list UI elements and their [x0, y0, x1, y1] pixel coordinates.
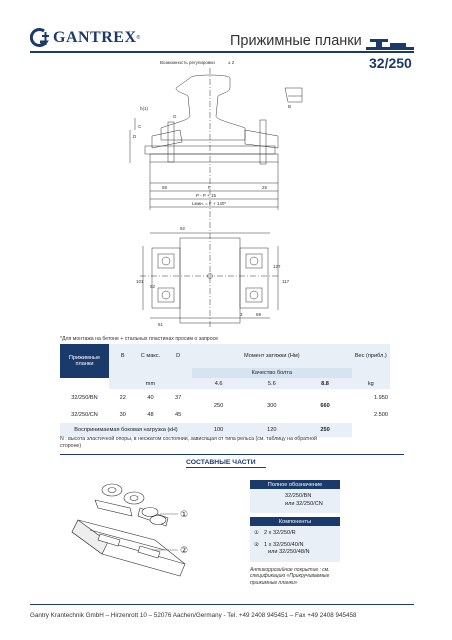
- header-weight: Вес (прибл.): [351, 344, 390, 368]
- torque-56: 300: [267, 403, 277, 409]
- header-b: B: [108, 344, 137, 368]
- dim-c: C: [138, 124, 142, 129]
- component-1-text: 2 x 32/250/R: [264, 530, 296, 536]
- lateral-56: 120: [245, 423, 299, 437]
- dim-p: P - P + 15: [196, 193, 216, 198]
- rail-icon: [366, 39, 414, 50]
- footer-address: Gantry Krantechnik GmbH – Hirzenrott 10 …: [30, 612, 357, 619]
- section-title: СОСТАВНЫЕ ЧАСТИ: [186, 459, 256, 466]
- component-2: ② 1 x 32/250/40/N: [254, 542, 336, 550]
- row2-weight: 2.500: [374, 411, 388, 418]
- torque-46: 250: [213, 403, 224, 409]
- footnote: N : высота эластичной опоры, в несжатом …: [60, 436, 317, 449]
- component-2-alt: или 32/250/48/N: [268, 549, 310, 555]
- parts-illustration: ① ②: [71, 483, 188, 577]
- unit-kg: kg: [351, 378, 390, 389]
- header-clamp: Прижимные планки: [60, 344, 109, 378]
- dim-3: 3: [240, 312, 243, 317]
- dim-127: 127: [273, 264, 281, 269]
- dim-92-left: 92: [150, 284, 156, 289]
- spec-table: Прижимные планки B C макс. D Момент затя…: [60, 344, 390, 437]
- dim-101: 101: [136, 279, 144, 284]
- full-designation-2: или 32/250/CN: [285, 500, 323, 507]
- quality-88: 8.8: [298, 378, 352, 389]
- header-torque: Момент затяжки (Нм): [191, 344, 352, 368]
- dim-f: F: [208, 185, 211, 190]
- adjust-label: Возможность регулировки: [160, 60, 215, 65]
- row2-d: 45: [175, 411, 182, 418]
- product-code: 32/250: [369, 55, 412, 71]
- header-d: D: [164, 344, 192, 368]
- lateral-46: 100: [191, 423, 246, 437]
- dim-92-top: 92: [180, 226, 186, 231]
- coating-note: Антикоррозийное покрытие : см. специфика…: [250, 566, 330, 586]
- dim-69: 69: [256, 312, 262, 317]
- dim-h: h(1): [140, 106, 149, 111]
- logo-text: GANTREX: [53, 29, 137, 46]
- component-2-text: 1 x 32/250/40/N: [264, 541, 304, 548]
- quality-56: 5.6: [245, 378, 299, 389]
- full-designation-1: 32/250/BN: [285, 493, 312, 499]
- dim-d: D: [133, 134, 137, 139]
- section-divider: [60, 454, 404, 455]
- row1-b: 22: [119, 394, 126, 401]
- lateral-load-label: Воспринимаемая боковая нагрузка (кН): [60, 423, 192, 437]
- row2-b: 30: [119, 411, 126, 418]
- quality-46: 4.6: [191, 378, 246, 389]
- row1-weight: 1.950: [374, 394, 388, 401]
- adjust-value: ± 2: [228, 60, 235, 65]
- page-title: Прижимные планки: [230, 33, 362, 49]
- gantrex-logo-icon: [30, 28, 49, 47]
- dim-58: 58: [162, 185, 168, 190]
- row1-c: 40: [147, 394, 154, 401]
- logo-registered-mark: ®: [136, 35, 141, 41]
- dim-117: 117: [282, 279, 290, 284]
- component-1-num: ①: [254, 530, 260, 536]
- callout-1: ①: [180, 510, 188, 520]
- dim-lmin: Lмин. = F + 140*: [192, 201, 226, 206]
- row1-d: 37: [175, 394, 182, 401]
- dim-b: B: [288, 104, 291, 109]
- technical-drawing: Возможность регулировки ± 2 h(1) G B D C…: [129, 60, 303, 328]
- bolt-quality: Качество болта: [191, 368, 352, 378]
- header-c: C макс.: [136, 344, 165, 368]
- unit-mm: mm: [108, 378, 192, 389]
- row2-name: 32/250/CN: [71, 411, 98, 418]
- torque-88: 660: [320, 403, 330, 409]
- lateral-88: 250: [298, 423, 352, 437]
- gantrex-logo: GANTREX ®: [30, 28, 140, 48]
- full-designation-title: Полное обозначение: [250, 480, 340, 489]
- header-divider: [30, 51, 414, 53]
- row1-name: 32/250/BN: [71, 394, 98, 401]
- components-title: Компоненты: [250, 517, 340, 526]
- callout-2: ②: [180, 546, 188, 556]
- designation-panel: Полное обозначение 32/250/BN или 32/250/…: [250, 480, 340, 586]
- component-2-num: ②: [254, 541, 260, 548]
- dim-25: 25: [262, 185, 268, 190]
- section-title-underline: [186, 467, 266, 468]
- row2-c: 48: [147, 411, 154, 418]
- dim-61: 61: [158, 322, 164, 327]
- footer-divider: [30, 604, 414, 605]
- mounting-note: *Для монтажа на бетоне + стальных пласти…: [60, 336, 219, 342]
- component-1: ① 2 x 32/250/R: [254, 530, 336, 538]
- dim-g: G: [173, 114, 177, 119]
